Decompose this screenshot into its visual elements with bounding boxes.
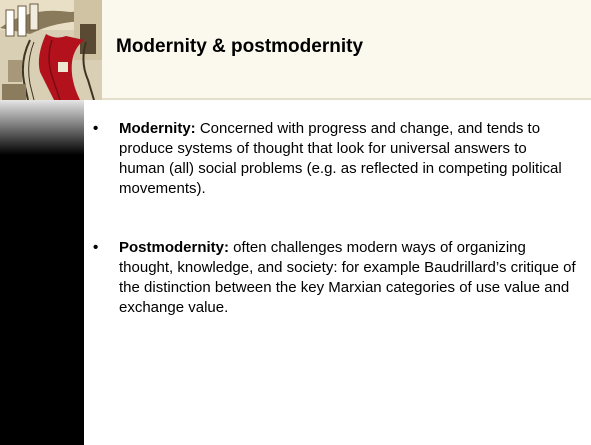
- bullet-list: • Modernity: Concerned with progress and …: [93, 119, 576, 318]
- bullet-dot: •: [93, 239, 99, 256]
- bullet-item-modernity: • Modernity: Concerned with progress and …: [93, 119, 576, 199]
- sidebar-fade: [0, 100, 84, 155]
- bullet-text: often challenges modern ways of organizi…: [119, 239, 576, 316]
- bullet-term: Modernity:: [119, 120, 196, 137]
- bullet-term: Postmodernity:: [119, 239, 230, 256]
- bullet-item-postmodernity: • Postmodernity: often challenges modern …: [93, 238, 576, 318]
- slide-title: Modernity & postmodernity: [116, 36, 364, 57]
- bullet-text: Concerned with progress and change, and …: [119, 120, 562, 197]
- header-divider: [84, 98, 591, 100]
- bullet-dot: •: [93, 120, 99, 137]
- title-header-band: [84, 0, 591, 100]
- staircase-photo-icon: [0, 0, 102, 100]
